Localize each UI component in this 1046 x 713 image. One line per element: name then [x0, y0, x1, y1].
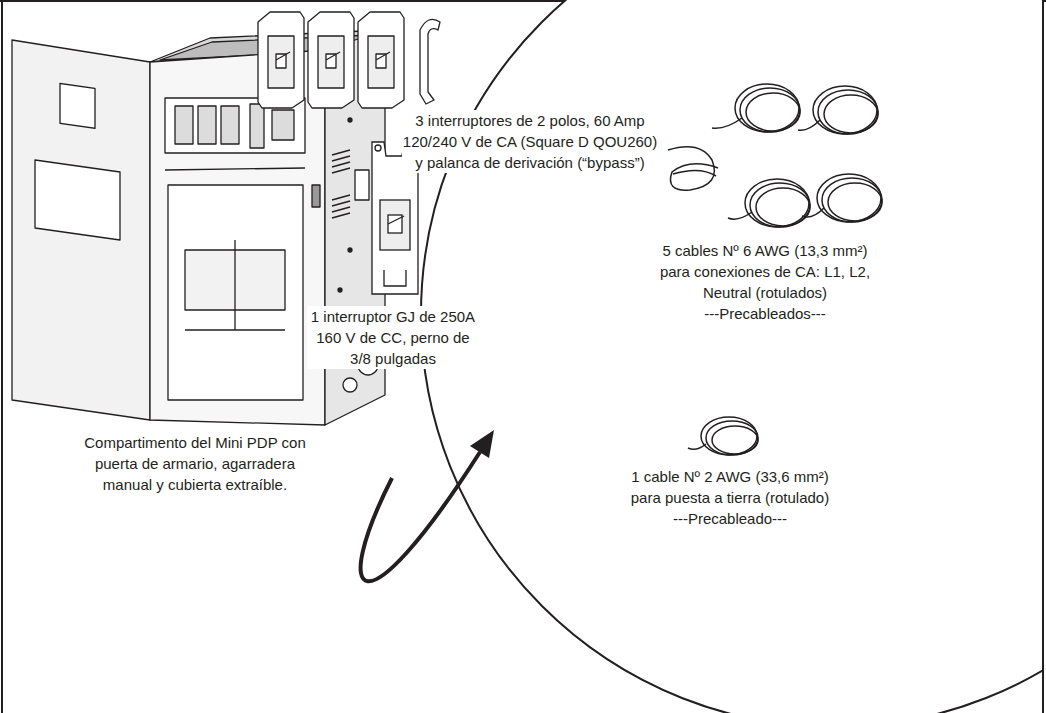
gj-breaker-caption: 1 interruptor GJ de 250A 160 V de CC, pe…	[307, 306, 479, 369]
detail-circle	[421, 0, 1042, 713]
arrow-head	[470, 430, 494, 458]
prewired-note: ---Precableado---	[621, 508, 839, 529]
ac-cable-caption: 5 cables Nº 6 AWG (13,3 mm²) para conexi…	[651, 240, 879, 303]
pointer-arrow	[361, 452, 480, 581]
ground-cable-caption: 1 cable Nº 2 AWG (33,6 mm²) para puesta …	[621, 466, 839, 508]
breaker-caption: 3 interruptores de 2 polos, 60 Amp 120/2…	[402, 110, 658, 173]
breaker-drawings	[258, 12, 440, 108]
prewired-note: ---Precableados---	[651, 303, 879, 324]
cabinet-caption: Compartimento del Mini PDP con puerta de…	[79, 432, 311, 495]
